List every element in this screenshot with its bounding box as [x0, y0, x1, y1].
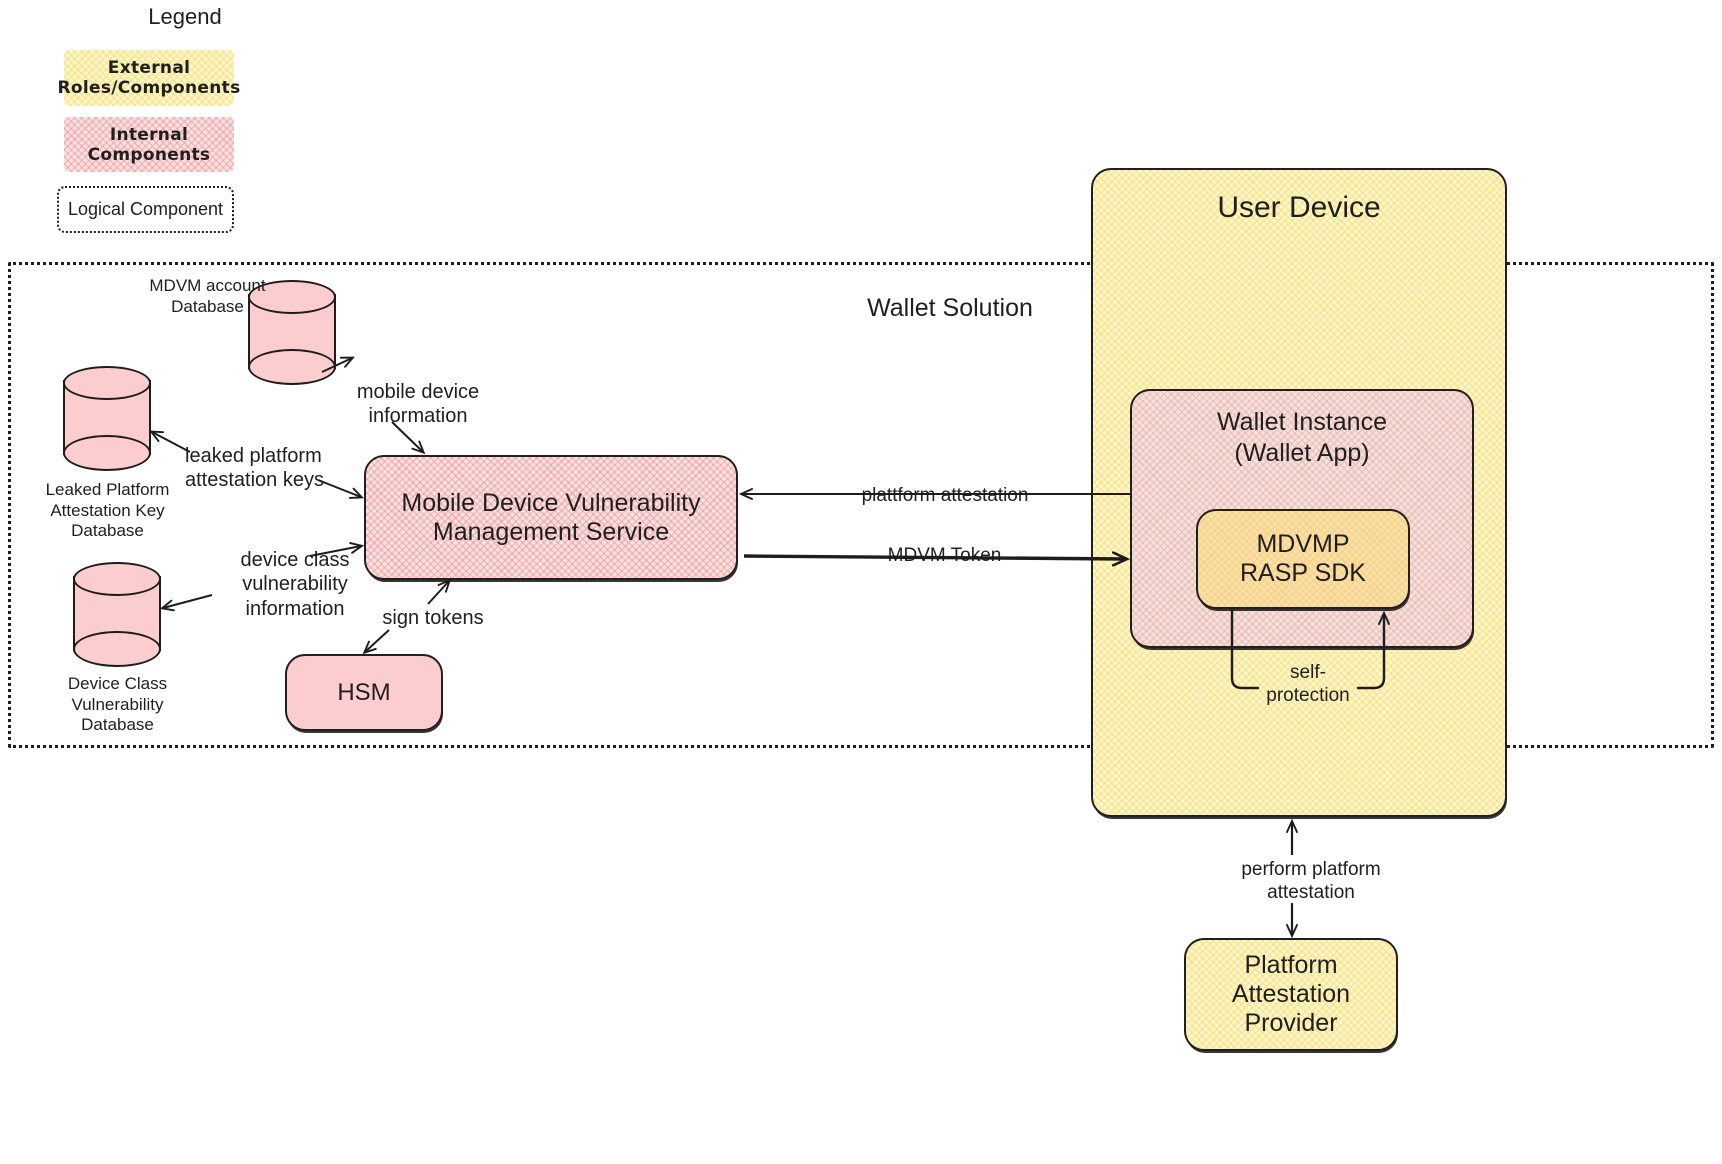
legend-swatch-logical: Logical Component [57, 186, 234, 233]
db-label-line2: Attestation Key [50, 500, 165, 520]
device-class-vulnerability-database [73, 562, 161, 667]
edge-line3: information [245, 597, 345, 620]
db-label-line1: MDVM account [149, 276, 266, 295]
cylinder-bottom [73, 631, 161, 667]
leaked-platform-attestation-key-database-label: Leaked Platform Attestation Key Database [25, 480, 190, 542]
mdvmp-rasp-sdk[interactable]: MDVMP RASP SDK [1196, 509, 1410, 609]
edge-line2: vulnerability [242, 573, 348, 596]
cylinder-top [63, 366, 151, 400]
cylinder-bottom [63, 435, 151, 471]
hsm-label: HSM [337, 678, 391, 706]
mobile-device-vulnerability-management-service[interactable]: Mobile Device Vulnerability Management S… [364, 455, 738, 580]
db-label-line2: Database [171, 296, 244, 316]
legend-label-logical: Logical Component [67, 199, 224, 219]
pap-label-line3: Provider [1244, 1009, 1338, 1037]
user-device-title: User Device [1217, 191, 1381, 224]
edge-line2: protection [1266, 685, 1350, 707]
edge-line2: attestation [1267, 882, 1355, 904]
sdk-label-line1: MDVMP [1256, 530, 1350, 558]
leaked-platform-attestation-key-database [63, 366, 151, 471]
edge-label-plattform-attestation: plattform attestation [845, 484, 1045, 508]
edge-line2: information [368, 405, 468, 428]
platform-attestation-provider-label: Platform Attestation Provider [1232, 951, 1350, 1038]
edge-label-perform-platform-attestation: perform platform attestation [1216, 858, 1406, 905]
wallet-solution-boundary [8, 262, 1714, 748]
mdvmp-rasp-sdk-label: MDVMP RASP SDK [1240, 530, 1366, 588]
edge-label-leaked-platform-attestation-keys: leaked platform attestation keys [185, 444, 385, 493]
mdvm-account-database [248, 280, 336, 385]
platform-attestation-provider[interactable]: Platform Attestation Provider [1184, 938, 1398, 1051]
legend-title: Legend [148, 4, 222, 29]
mdvm-service-label-line1: Mobile Device Vulnerability [401, 488, 701, 517]
edge-label-self-protection: self- protection [1238, 661, 1378, 707]
db-label-line1: Device Class [67, 674, 168, 693]
edge-line1: mobile device [356, 381, 480, 403]
pap-label-line1: Platform [1244, 951, 1338, 979]
edge-line1: perform platform [1241, 859, 1381, 880]
edge-line1: leaked platform [185, 445, 322, 467]
edge-line1: device class [240, 549, 350, 571]
pap-label-line2: Attestation [1231, 980, 1351, 1008]
db-label-line2: Vulnerability [71, 694, 164, 714]
wallet-instance-title-line2: (Wallet App) [1234, 438, 1370, 467]
wallet-instance-title-line1: Wallet Instance [1217, 408, 1387, 436]
mdvm-service-label: Mobile Device Vulnerability Management S… [401, 489, 700, 547]
cylinder-top [73, 562, 161, 596]
edge-label-sign-tokens: sign tokens [382, 607, 484, 629]
legend-label-internal: Internal Components [87, 124, 211, 165]
edge-label-mobile-device-information: mobile device information [318, 380, 518, 429]
db-label-line3: Database [81, 715, 154, 735]
mdvm-account-database-label: MDVM account Database [125, 276, 290, 317]
edge-line2: attestation keys [185, 469, 324, 492]
sdk-label-line2: RASP SDK [1240, 559, 1366, 587]
db-label-line3: Database [71, 521, 144, 541]
cylinder-top [248, 280, 336, 314]
mdvm-service-label-line2: Management Service [432, 517, 670, 546]
wallet-solution-label: Wallet Solution [867, 294, 1033, 322]
device-class-vulnerability-database-label: Device Class Vulnerability Database [35, 674, 200, 736]
edge-line1: self- [1290, 662, 1326, 683]
legend-label-external: External Roles/Components [57, 58, 241, 98]
wallet-instance-title: Wallet Instance (Wallet App) [1130, 407, 1474, 468]
legend-swatch-internal: Internal Components [64, 117, 234, 172]
edge-label-mdvm-token: MDVM Token [872, 544, 1017, 568]
legend-swatch-external: External Roles/Components [58, 50, 240, 106]
hsm-node[interactable]: HSM [285, 654, 443, 731]
db-label-line1: Leaked Platform [45, 480, 170, 499]
